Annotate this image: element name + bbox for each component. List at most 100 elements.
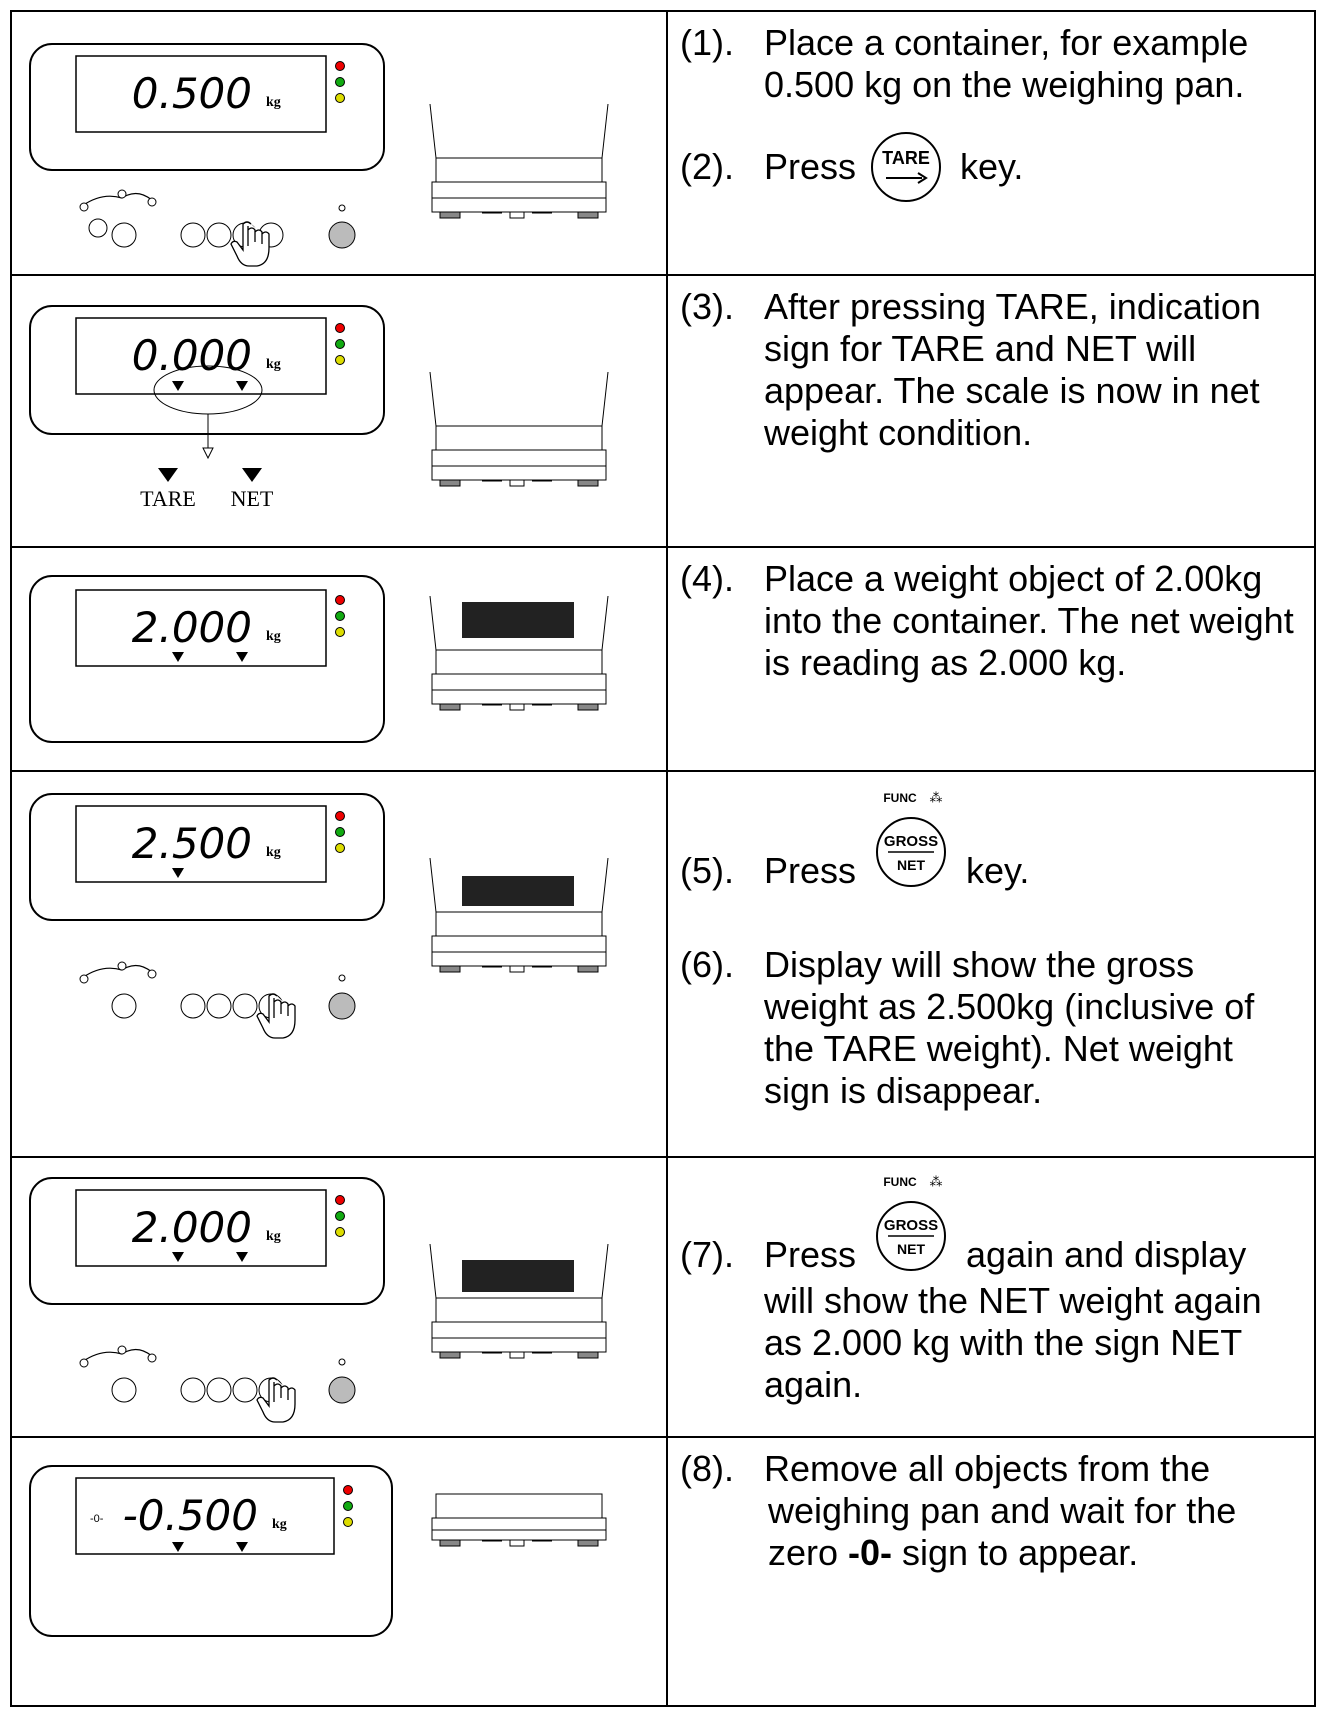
scale-indicator-figure: 0.500 kg <box>29 43 609 267</box>
weighing-pan <box>429 103 609 219</box>
keypad-button[interactable] <box>232 993 258 1019</box>
zero-sign-icon: -0- <box>848 1532 893 1573</box>
step-3: (3). After pressing TARE, indication sig… <box>680 286 1306 454</box>
weighing-pan <box>431 1493 607 1547</box>
step-text: weighing pan and wait for the <box>768 1490 1237 1531</box>
row-step-8: -0- -0.500 kg <box>12 1438 1314 1705</box>
weighing-pan <box>429 371 609 487</box>
hand-pointer-icon <box>256 993 296 1039</box>
display-readout: 2.000 <box>132 603 252 652</box>
step-text-press: Press <box>764 146 857 187</box>
tare-key-label: TARE <box>882 148 930 168</box>
row-step-4: 2.000 kg <box>12 548 1314 772</box>
step-number: (5). <box>680 850 734 891</box>
display-readout: -0.500 <box>123 1491 258 1540</box>
step-number: (8). <box>680 1448 734 1489</box>
step-text: Display will show the gross weight as 2.… <box>764 944 1255 1111</box>
step-7-continued: will show the NET weight again as 2.000 … <box>764 1280 1306 1406</box>
power-button[interactable] <box>328 992 356 1020</box>
keypad-button[interactable] <box>180 1377 206 1403</box>
step-text: sign to appear. <box>902 1532 1139 1573</box>
step-text: Place a weight object of 2.00kg into the… <box>764 558 1294 683</box>
tare-key-icon: TARE <box>871 132 942 202</box>
keypad-button[interactable] <box>206 993 232 1019</box>
hand-pointer-icon <box>256 1377 296 1423</box>
hand-pointer-icon <box>230 221 270 267</box>
display-readout: 2.000 <box>132 1203 252 1252</box>
func-label: FUNC <box>883 1175 917 1189</box>
step-text: Place a container, for example 0.500 kg … <box>764 22 1249 105</box>
display-readout: 2.500 <box>132 819 252 868</box>
figure-cell: -0- -0.500 kg <box>12 1438 668 1705</box>
net-indicator-label: NET <box>231 486 274 511</box>
text-cell: (3). After pressing TARE, indication sig… <box>668 276 1314 546</box>
gross-key-label: GROSS <box>884 1217 938 1234</box>
step-text-key: key. <box>966 850 1030 891</box>
row-step-1-2: 0.500 kg <box>12 12 1314 276</box>
step-text-press: Press <box>764 850 857 891</box>
scale-indicator-figure: 0.000 kg TARE NET <box>29 305 609 511</box>
keypad-button[interactable] <box>111 222 137 248</box>
keypad-button[interactable] <box>111 993 137 1019</box>
text-cell: (4). Place a weight object of 2.00kg int… <box>668 548 1314 770</box>
figure-cell: 2.000 kg <box>12 548 668 770</box>
step-text: Remove all objects from the <box>764 1448 1211 1489</box>
step-4: (4). Place a weight object of 2.00kg int… <box>680 558 1306 684</box>
net-key-label: NET <box>897 857 925 873</box>
instruction-table: 0.500 kg <box>10 10 1316 1707</box>
gross-net-key-icon: FUNC ⁂ GROSS NET <box>876 1174 947 1271</box>
figure-cell: 2.000 kg <box>12 1158 668 1436</box>
step-text: zero <box>768 1532 839 1573</box>
keypad-button[interactable] <box>180 222 206 248</box>
unit-label: kg <box>272 1517 287 1532</box>
scale-indicator-figure: 2.000 kg <box>29 575 609 743</box>
weight-object <box>462 876 574 906</box>
keypad-button[interactable] <box>206 222 232 248</box>
power-button[interactable] <box>328 1376 356 1404</box>
gross-net-key-icon: FUNC ⁂ GROSS NET <box>876 790 947 887</box>
unit-label: kg <box>266 1229 281 1244</box>
row-step-5-6: 2.500 kg <box>12 772 1314 1158</box>
weight-object <box>462 1260 574 1292</box>
step-number: (3). <box>680 286 734 327</box>
step-number: (7). <box>680 1234 734 1275</box>
step-text: After pressing TARE, indication sign for… <box>764 286 1261 453</box>
power-button[interactable] <box>328 221 356 249</box>
figure-cell: 0.000 kg TARE NET <box>12 276 668 546</box>
weighing-pan <box>429 857 609 973</box>
keypad-button[interactable] <box>111 1377 137 1403</box>
scale-indicator-figure: 2.500 kg <box>29 793 609 1039</box>
scale-indicator-figure: -0- -0.500 kg <box>29 1465 607 1637</box>
unit-label: kg <box>266 845 281 860</box>
row-step-7: 2.000 kg <box>12 1158 1314 1438</box>
step-number: (6). <box>680 944 734 985</box>
text-cell: (8). Remove all objects from the weighin… <box>668 1438 1314 1705</box>
net-key-label: NET <box>897 1241 925 1257</box>
keypad-button[interactable] <box>232 1377 258 1403</box>
figure-cell: 0.500 kg <box>12 12 668 274</box>
svg-text:⁂: ⁂ <box>930 790 943 805</box>
step-number: (2). <box>680 146 734 187</box>
step-text-again: again and display <box>966 1234 1247 1275</box>
green-led-icon <box>335 77 345 87</box>
text-cell: (1). Place a container, for example 0.50… <box>668 12 1314 274</box>
small-indicator-icon <box>88 218 108 238</box>
keypad-button[interactable] <box>206 1377 232 1403</box>
row-step-3: 0.000 kg TARE NET <box>12 276 1314 548</box>
step-text: will show the NET weight again as 2.000 … <box>764 1280 1262 1405</box>
step-5: (5). Press FUNC ⁂ GROSS NET key. <box>680 788 1306 892</box>
keypad-button[interactable] <box>180 993 206 1019</box>
step-number: (4). <box>680 558 734 599</box>
display-readout: 0.500 <box>132 69 252 118</box>
weighing-pan <box>429 595 609 711</box>
yellow-led-icon <box>335 93 345 103</box>
step-text-press: Press <box>764 1234 857 1275</box>
tare-indicator-label: TARE <box>140 486 196 511</box>
step-8-line-3: zero -0- sign to appear. <box>768 1532 1306 1574</box>
step-2: (2). Press TARE key. <box>680 130 1306 204</box>
step-number: (1). <box>680 22 734 63</box>
unit-label: kg <box>266 357 281 372</box>
step-8-line-2: weighing pan and wait for the <box>768 1490 1306 1532</box>
figure-cell: 2.500 kg <box>12 772 668 1156</box>
step-1: (1). Place a container, for example 0.50… <box>680 22 1306 106</box>
